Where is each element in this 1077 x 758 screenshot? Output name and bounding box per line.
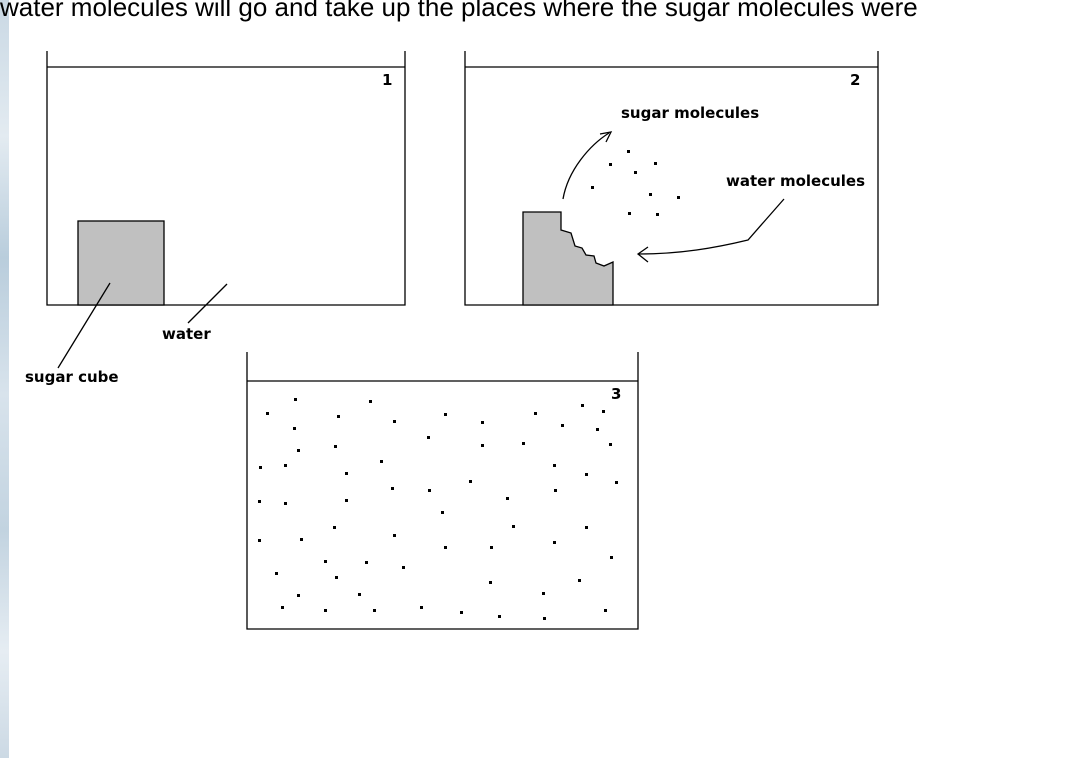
sugar-molecule-dot [656, 213, 659, 216]
sugar-molecule-dot [427, 436, 430, 439]
sugar-molecule-dot [628, 212, 631, 215]
sugar-molecules-label: sugar molecules [621, 104, 759, 122]
sugar-molecule-dot [561, 424, 564, 427]
sugar-molecule-dot [654, 162, 657, 165]
sugar-molecule-dot [444, 546, 447, 549]
panel-3-sugar-molecules [258, 398, 618, 620]
sugar-molecule-dot [284, 502, 287, 505]
sugar-molecule-dot [609, 443, 612, 446]
sugar-molecule-dot [294, 398, 297, 401]
sugar-molecule-dot [275, 572, 278, 575]
sugar-molecule-dot [428, 489, 431, 492]
sugar-molecule-dot [258, 500, 261, 503]
water-molecules-arrow [639, 199, 784, 254]
sugar-molecule-dot [373, 609, 376, 612]
sugar-molecule-dot [259, 466, 262, 469]
sugar-molecule-dot [402, 566, 405, 569]
panel-2-number: 2 [850, 71, 860, 89]
sugar-molecule-dot [441, 511, 444, 514]
sugar-molecule-dot [542, 592, 545, 595]
sugar-molecule-dot [543, 617, 546, 620]
sugar-molecule-dot [534, 412, 537, 415]
sugar-molecule-dot [627, 150, 630, 153]
sugar-molecule-dot [609, 163, 612, 166]
sugar-molecule-dot [585, 473, 588, 476]
sugar-molecule-dot [393, 420, 396, 423]
sugar-molecule-dot [334, 445, 337, 448]
sugar-molecule-dot [345, 472, 348, 475]
sugar-molecule-dot [677, 196, 680, 199]
sugar-molecule-dot [634, 171, 637, 174]
sugar-molecule-dot [335, 576, 338, 579]
sugar-molecule-dot [284, 464, 287, 467]
sugar-molecule-dot [324, 609, 327, 612]
panel-2-sugar-molecules [591, 150, 680, 216]
sugar-molecule-dot [297, 594, 300, 597]
sugar-molecule-dot [300, 538, 303, 541]
sugar-cube-shape [78, 221, 164, 305]
sugar-molecule-dot [585, 526, 588, 529]
panel-1: 1 sugar cube water [25, 51, 405, 386]
panel-3: 3 [247, 352, 638, 629]
water-label: water [162, 325, 211, 343]
sugar-molecule-dot [578, 579, 581, 582]
sugar-molecule-dot [489, 581, 492, 584]
sugar-molecule-dot [345, 499, 348, 502]
dissolving-sugar-cube [523, 212, 613, 305]
sugar-molecule-dot [333, 526, 336, 529]
sugar-molecule-dot [337, 415, 340, 418]
sugar-molecule-dot [591, 186, 594, 189]
sugar-molecule-dot [581, 404, 584, 407]
sugar-molecule-dot [604, 609, 607, 612]
sugar-molecule-dot [380, 460, 383, 463]
sugar-molecule-dot [258, 539, 261, 542]
panel-3-number: 3 [611, 385, 621, 403]
sugar-molecule-dot [554, 489, 557, 492]
sugar-molecule-dot [553, 541, 556, 544]
sugar-molecule-dot [553, 464, 556, 467]
sugar-molecule-dot [498, 615, 501, 618]
sugar-molecule-dot [469, 480, 472, 483]
sugar-molecule-dot [391, 487, 394, 490]
sugar-molecule-dot [444, 413, 447, 416]
sugar-molecule-dot [358, 593, 361, 596]
panel-1-number: 1 [382, 71, 392, 89]
water-molecules-label: water molecules [726, 172, 865, 190]
sugar-molecule-dot [281, 606, 284, 609]
sugar-molecule-dot [481, 444, 484, 447]
sugar-molecule-dot [596, 428, 599, 431]
sugar-molecule-dot [602, 410, 605, 413]
sugar-molecule-dot [460, 611, 463, 614]
sugar-molecule-dot [324, 560, 327, 563]
sugar-molecule-dot [297, 449, 300, 452]
sugar-molecule-dot [490, 546, 493, 549]
sugar-molecule-dot [522, 442, 525, 445]
sugar-molecule-dot [649, 193, 652, 196]
sugar-molecule-dot [293, 427, 296, 430]
sugar-molecules-arrow [563, 133, 609, 199]
sugar-molecule-dot [481, 421, 484, 424]
sugar-molecules-arrowhead [600, 132, 611, 142]
sugar-molecule-dot [512, 525, 515, 528]
sugar-molecule-dot [506, 497, 509, 500]
sugar-molecule-dot [369, 400, 372, 403]
sugar-molecule-dot [266, 412, 269, 415]
panel-3-container [247, 352, 638, 629]
panel-2: 2 sugar molecules water molecules [465, 51, 878, 305]
water-pointer [188, 284, 227, 323]
sugar-molecule-dot [615, 481, 618, 484]
sugar-molecule-dot [610, 556, 613, 559]
sugar-molecule-dot [393, 534, 396, 537]
sugar-molecule-dot [420, 606, 423, 609]
sugar-molecule-dot [365, 561, 368, 564]
sugar-cube-label: sugar cube [25, 368, 119, 386]
